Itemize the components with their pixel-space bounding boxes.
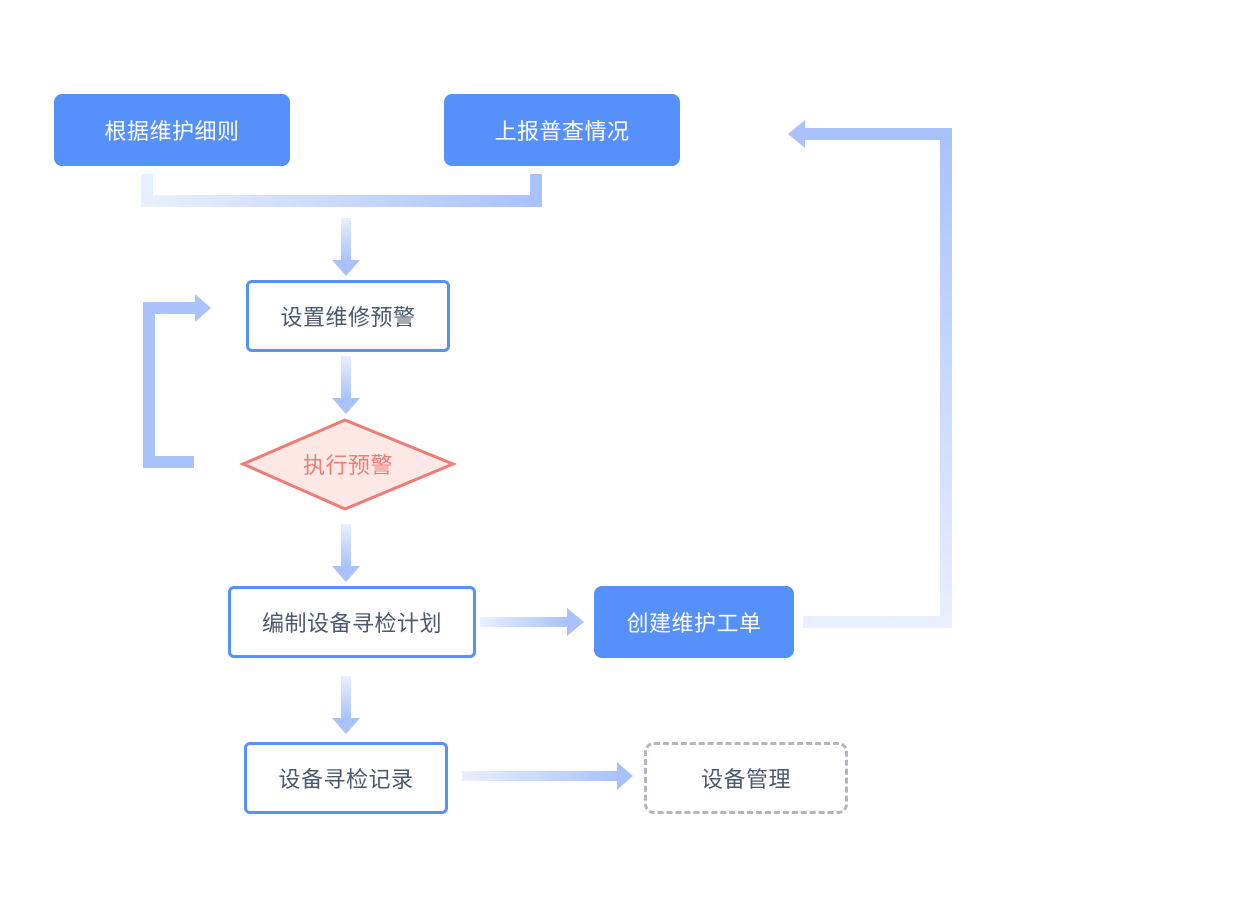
return-loop-connector: [788, 120, 952, 628]
node-execute-alert[interactable]: 执行预警: [302, 454, 393, 479]
arrow-set-alert-to-execute: [332, 356, 360, 414]
node-report-survey[interactable]: 上报普查情况: [444, 94, 680, 166]
arrow-merge-to-set-alert: [332, 218, 360, 276]
arrow-execute-to-plan: [332, 524, 360, 582]
arrow-plan-to-work-order: [480, 608, 584, 636]
feedback-loop-connector: [143, 294, 211, 468]
node-inspection-record[interactable]: 设备寻检记录: [244, 742, 448, 814]
node-equipment-management[interactable]: 设备管理: [644, 742, 848, 814]
arrow-record-to-management: [462, 762, 633, 790]
node-set-maintenance-alert[interactable]: 设置维修预警: [246, 280, 450, 352]
node-inspection-plan[interactable]: 编制设备寻检计划: [228, 586, 476, 658]
merge-connector: [141, 174, 542, 207]
decision-diamond: [239, 418, 457, 511]
node-maintenance-rules[interactable]: 根据维护细则: [54, 94, 290, 166]
node-create-work-order[interactable]: 创建维护工单: [594, 586, 794, 658]
arrow-plan-to-record: [332, 676, 360, 734]
